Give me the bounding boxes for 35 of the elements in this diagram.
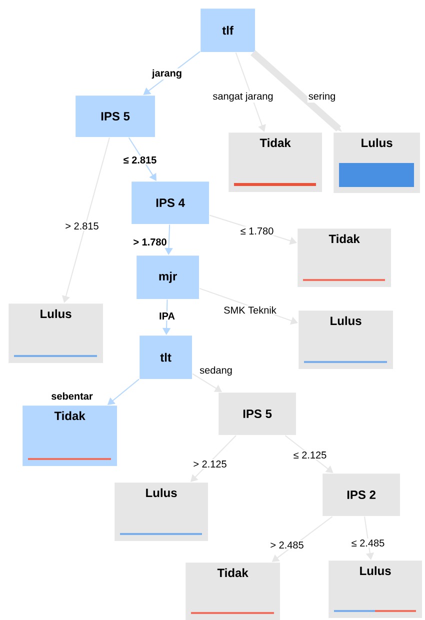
leaf-box: Tidak	[185, 562, 281, 620]
leaf-box: Lulus	[298, 310, 394, 370]
edge-label: SMK Teknik	[222, 305, 278, 315]
edge-label: ≤ 2.815	[122, 155, 158, 165]
split-box: tlt	[139, 335, 193, 380]
split-box: IPS 5	[218, 392, 297, 436]
edge-label: sebentar	[50, 391, 94, 401]
arrow	[192, 373, 222, 392]
arrow	[284, 435, 334, 473]
split-box: mjr	[136, 255, 200, 300]
edge-label: > 2.485	[269, 540, 305, 550]
leaf-box: Lulus	[333, 132, 421, 194]
edge-label: jarang	[151, 68, 183, 80]
leaf-box: Lulus	[328, 560, 423, 619]
edge-label: IPA	[158, 312, 176, 320]
arrow	[128, 137, 156, 181]
edge-label: ≤ 1.780	[239, 226, 275, 236]
split-box: IPS 4	[131, 181, 210, 225]
edge-label: > 2.125	[192, 459, 228, 469]
edge-label: ≤ 2.485	[350, 538, 386, 548]
edge-label: ≤ 2.125	[292, 450, 328, 460]
leaf-box: Tidak	[297, 228, 392, 288]
split-box: IPS 5	[75, 95, 156, 138]
arrow	[235, 52, 266, 132]
edge-label: sedang	[198, 365, 234, 377]
edge-label: > 2.815	[64, 221, 100, 231]
edge-label: > 1.780	[132, 237, 168, 247]
split-box: IPS 2	[322, 473, 401, 517]
leaf-box: Tidak	[228, 132, 323, 193]
leaf-box: Lulus	[114, 482, 209, 542]
split-box: tlf	[200, 8, 256, 53]
edge-label: sangat jarang	[212, 91, 274, 103]
edge-label: sering	[307, 91, 337, 103]
leaf-box: Tidak	[22, 405, 118, 467]
leaf-box: Lulus	[8, 303, 104, 364]
